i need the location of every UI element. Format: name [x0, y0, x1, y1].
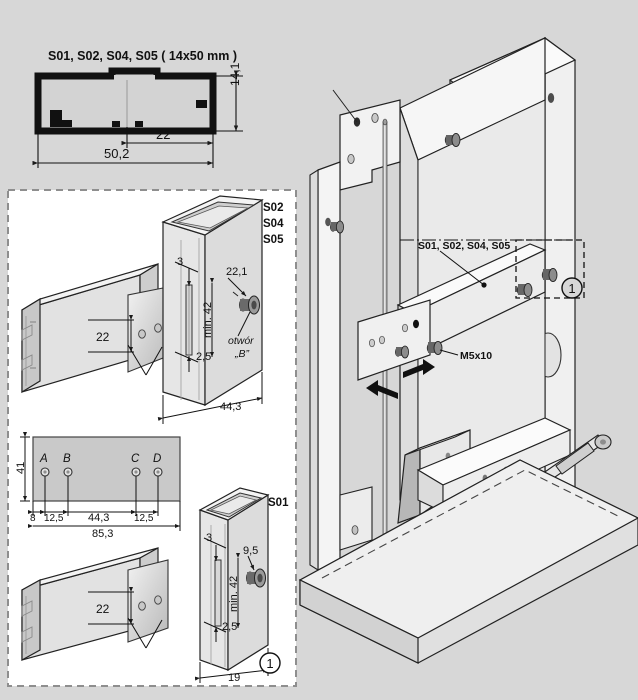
upper-bracket-plate: [127, 286, 169, 373]
dim-profile-inner: [121, 127, 214, 148]
label-profile-3d: S01, S02, S04, S05: [418, 240, 510, 252]
upper-vertical-profile: [161, 195, 264, 407]
screw-bracket: [395, 345, 409, 359]
screw-left-strip: [330, 220, 344, 234]
dim-19: 19: [228, 672, 240, 684]
plate-hole-b: B: [63, 453, 71, 465]
label-m5x10: M5x10: [460, 350, 492, 362]
plate-hole-c: C: [131, 453, 140, 465]
screw-m5x10: [426, 340, 443, 356]
assembly-3d-group: 0 0: [298, 36, 638, 664]
shelf-board: [298, 459, 638, 664]
detail-callout-1: 1: [259, 652, 281, 674]
label-otwor: otwór: [228, 335, 254, 347]
m5x10-leader-line: [439, 349, 459, 356]
assembly-callout-1: 1: [561, 277, 583, 299]
profile-cross-section-group: [34, 67, 217, 135]
label-s04: S04: [263, 218, 284, 230]
lower-detail-group: S01 3 2,5 min. 42 9,5 19 22 1: [21, 487, 289, 684]
shelf-hidden-edge: [321, 469, 621, 579]
dim-41: 41: [15, 462, 27, 474]
dim-125-b: 12,5: [134, 513, 154, 524]
upper-dims: [88, 261, 263, 424]
screw-flap-top: [444, 132, 461, 148]
dim-22-lower: 22: [96, 602, 110, 616]
label-s02: S02: [263, 202, 283, 214]
screw-profile-b: [516, 282, 533, 298]
assembly-callout-1-label: 1: [568, 281, 575, 296]
profile-leader-line: [439, 250, 485, 286]
dim-443-plate: 44,3: [88, 512, 109, 524]
dim-221: 22,1: [226, 266, 247, 278]
mounting-bracket-plate: [357, 299, 431, 381]
plate-hole-d: D: [153, 453, 161, 465]
dim-95: 9,5: [243, 545, 258, 557]
dim-3-upper: 3: [177, 256, 183, 268]
plate-dims: [20, 432, 181, 531]
dim-853: 85,3: [92, 528, 113, 540]
lower-bracket-plate: [127, 559, 169, 643]
dim-125-a: 12,5: [44, 513, 64, 524]
label-otwor-b: „B”: [234, 348, 250, 360]
label-s01: S01: [268, 497, 289, 509]
dim-3-lower: 3: [206, 532, 212, 544]
dim-profile-height: [213, 70, 243, 132]
lower-screw-fitting: [246, 568, 266, 588]
left-vertical-strip: [309, 161, 373, 571]
screw-profile-a: [541, 267, 558, 283]
upper-screw-fitting: [232, 291, 260, 315]
dim-min42-lower: min. 42: [228, 576, 240, 612]
upper-detail-group: S02 S04 S05 3 2,5 min. 42 2: [21, 195, 284, 424]
dim-profile-width: [32, 131, 214, 168]
label-s05: S05: [263, 234, 284, 246]
dim-443: 44,3: [220, 401, 241, 413]
dim-22-upper: 22: [96, 330, 110, 344]
dim-25-lower: 2,5: [222, 621, 237, 633]
plate-detail-group: A B C D 41 8 12,5 44,3 12,5 85,3: [15, 432, 181, 540]
detail-callout-1-label: 1: [266, 656, 273, 671]
plate-hole-a: A: [39, 453, 48, 465]
dim-8: 8: [30, 513, 36, 524]
dim-min42-upper: min. 42: [202, 302, 214, 338]
direction-arrows: [366, 359, 435, 399]
detail-zone-frame: [515, 239, 585, 299]
dim-25-upper: 2,5: [196, 351, 211, 363]
